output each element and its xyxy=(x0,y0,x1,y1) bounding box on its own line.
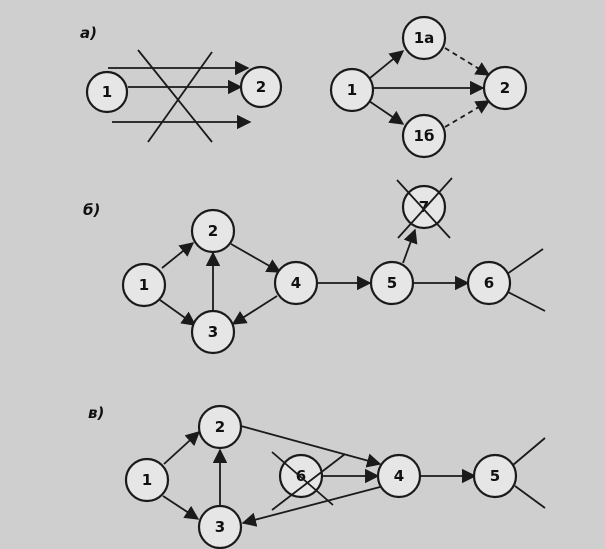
panel-label-b: б) xyxy=(83,201,100,219)
panel-a-left-edges xyxy=(108,49,252,143)
panel-label-v: в) xyxy=(88,404,104,422)
cross-line-b-7-2 xyxy=(397,177,453,239)
node-v-2: 2 xyxy=(197,404,243,450)
node-a-right-1: 1 xyxy=(329,67,375,113)
edge-a-1-1a xyxy=(369,50,405,79)
node-b-2-label: 2 xyxy=(208,222,218,240)
edge-b-2-4 xyxy=(230,243,282,273)
node-b-6: 6 xyxy=(466,260,512,306)
node-v-4: 4 xyxy=(376,453,422,499)
edge-v-5-out-down xyxy=(514,485,546,509)
node-v-5: 5 xyxy=(472,453,518,499)
edge-b-5-7 xyxy=(402,228,418,264)
edge-v-2-4 xyxy=(240,425,382,468)
node-v-3-label: 3 xyxy=(215,518,225,536)
edge-b-1-3 xyxy=(159,299,197,326)
node-b-1-label: 1 xyxy=(139,276,149,294)
node-a-right-2-label: 2 xyxy=(500,79,510,97)
node-b-5-label: 5 xyxy=(387,274,397,292)
node-v-4-label: 4 xyxy=(394,467,404,485)
cross-line-v-6-2 xyxy=(271,453,346,511)
node-a-left-1: 1 xyxy=(85,70,129,114)
node-b-1: 1 xyxy=(121,262,167,308)
node-v-5-label: 5 xyxy=(490,467,500,485)
edge-a-1a-2-dashed xyxy=(444,47,491,76)
node-v-6-label: 6 xyxy=(296,467,306,485)
edge-b-6-out-down xyxy=(507,291,546,312)
node-a-right-2: 2 xyxy=(482,65,528,111)
panel-label-a: а) xyxy=(80,24,97,42)
node-b-4-label: 4 xyxy=(291,274,301,292)
node-v-3: 3 xyxy=(197,504,243,549)
node-a-right-1a-label: 1а xyxy=(414,29,435,47)
node-b-7-crossed: 7 xyxy=(396,177,453,239)
cross-line-a-2 xyxy=(147,51,213,143)
edge-b-4-3 xyxy=(231,295,278,325)
edge-a-1-1b xyxy=(368,100,405,125)
node-v-6-crossed: 6 xyxy=(271,451,346,511)
panel-v-edges xyxy=(162,425,546,527)
node-a-left-2-label: 2 xyxy=(256,78,266,96)
node-b-5: 5 xyxy=(369,260,415,306)
node-b-3: 3 xyxy=(190,309,236,355)
cross-line-a-1 xyxy=(137,49,213,143)
edge-v-5-out-up xyxy=(512,437,546,466)
node-v-2-label: 2 xyxy=(215,418,225,436)
panel-a-right-edges xyxy=(368,47,491,128)
edge-v-4-3 xyxy=(241,486,381,527)
node-v-1: 1 xyxy=(124,457,170,503)
node-a-right-1-label: 1 xyxy=(347,81,357,99)
node-b-4: 4 xyxy=(273,260,319,306)
node-b-7-label: 7 xyxy=(419,198,429,216)
node-a-right-1a: 1а xyxy=(401,15,447,61)
cross-line-v-6-1 xyxy=(271,451,334,506)
node-a-right-1b: 1б xyxy=(401,113,447,159)
node-a-left-2: 2 xyxy=(239,65,283,109)
node-b-6-label: 6 xyxy=(484,274,494,292)
node-a-right-1b-label: 1б xyxy=(414,127,435,145)
edge-v-1-2 xyxy=(163,431,201,465)
panel-b-edges xyxy=(159,228,546,326)
edge-v-1-3 xyxy=(162,495,200,520)
edge-a-1b-2-dashed xyxy=(444,100,491,128)
node-b-3-label: 3 xyxy=(208,323,218,341)
edge-b-1-2 xyxy=(161,242,195,269)
node-b-2: 2 xyxy=(190,208,236,254)
edge-b-6-out-up xyxy=(506,248,544,275)
node-a-left-1-label: 1 xyxy=(102,83,112,101)
node-v-1-label: 1 xyxy=(142,471,152,489)
